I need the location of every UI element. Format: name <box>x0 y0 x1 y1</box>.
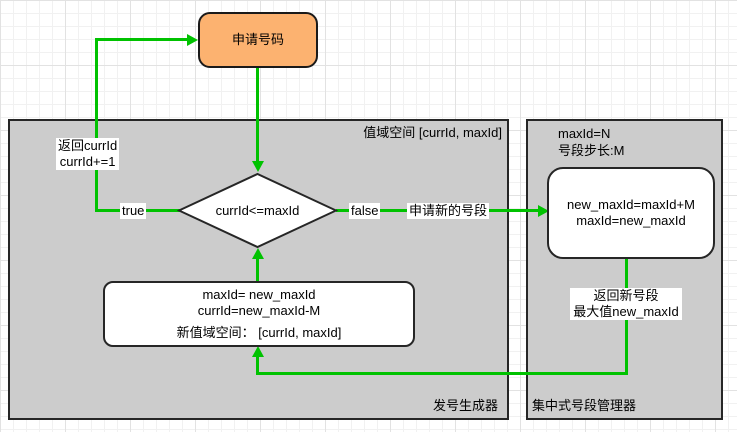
edge-return-segment-hline <box>256 372 628 375</box>
edge-up-into-update-vline <box>256 356 259 375</box>
manager-top-label: maxId=N 号段步长:M <box>558 125 624 159</box>
new-segment-line1: new_maxId=maxId+M <box>567 197 695 212</box>
manager-top-label-line2: 号段步长:M <box>558 143 625 158</box>
arrowhead-into-new-segment <box>538 204 549 217</box>
return-currid-line2: currId+=1 <box>59 154 116 169</box>
false-label: false <box>349 203 381 219</box>
edge-start-to-decision-vline <box>256 67 259 162</box>
start-node: 申请号码 <box>198 12 318 68</box>
true-label: true <box>120 203 147 219</box>
decision-label-wrap: currId<=maxId <box>177 172 338 249</box>
edge-update-to-decision-vline <box>256 259 259 282</box>
decision-diamond <box>177 172 338 249</box>
new-segment-node: new_maxId=maxId+M maxId=new_maxId <box>547 167 715 259</box>
arrowhead-into-start <box>187 33 198 46</box>
start-node-label: 申请号码 <box>231 32 284 47</box>
manager-bottom-label: 集中式号段管理器 <box>532 398 637 413</box>
new-segment-line2: maxId=new_maxId <box>576 213 686 228</box>
edge-loop-top-hline <box>95 38 188 41</box>
arrowhead-into-decision-bottom <box>251 248 264 259</box>
return-new-segment-line2: 最大值new_maxId <box>573 304 679 319</box>
return-new-segment-label: 返回新号段 最大值new_maxId <box>570 288 682 320</box>
update-range-line1: maxId= new_maxId <box>202 287 316 302</box>
decision-label: currId<=maxId <box>215 203 300 218</box>
decision-diamond-shape <box>177 172 338 249</box>
apply-new-segment-label: 申请新的号段 <box>407 203 490 219</box>
manager-top-label-line1: maxId=N <box>558 126 611 141</box>
return-currid-label: 返回currId currId+=1 <box>56 138 120 170</box>
return-new-segment-line1: 返回新号段 <box>593 288 659 303</box>
generator-top-label: 值域空间 [currId, maxId] <box>363 125 502 140</box>
generator-bottom-label: 发号生成器 <box>432 398 498 413</box>
update-range-line3: 新值域空间： [currId, maxId] <box>176 325 342 340</box>
return-currid-line1: 返回currId <box>58 138 118 153</box>
arrowhead-into-update-box <box>251 346 264 357</box>
update-range-node: maxId= new_maxId currId=new_maxId-M 新值域空… <box>103 281 415 347</box>
edge-loop-left-vline <box>95 38 98 211</box>
arrowhead-into-decision-top <box>251 161 264 172</box>
update-range-line2: currId=new_maxId-M <box>197 303 321 318</box>
